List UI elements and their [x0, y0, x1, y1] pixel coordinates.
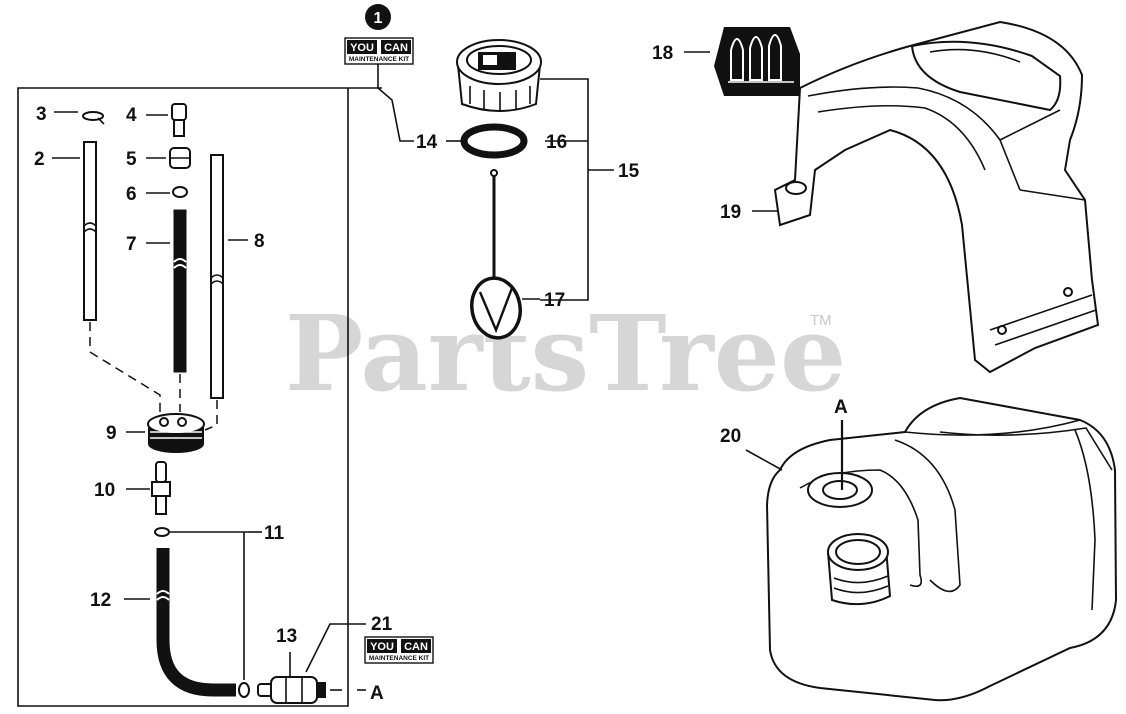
badge-kit-label: MAINTENANCE KIT	[349, 56, 409, 63]
group-frame	[17, 87, 382, 707]
callout-a-bottom[interactable]: A	[370, 683, 384, 704]
callout-17[interactable]: 17	[544, 290, 565, 311]
leader-lines	[52, 51, 844, 691]
callout-16[interactable]: 16	[546, 132, 567, 153]
maintenance-kit-badge-top[interactable]: 1 YOU CAN MAINTENANCE KIT	[344, 4, 414, 65]
callout-3[interactable]: 3	[36, 104, 47, 125]
callout-15[interactable]: 15	[618, 161, 640, 182]
callout-10[interactable]: 10	[94, 480, 115, 501]
callout-12[interactable]: 12	[90, 590, 111, 611]
bracket-15	[540, 78, 589, 301]
callout-13[interactable]: 13	[276, 626, 297, 647]
part-7-fuel-hose[interactable]	[173, 209, 187, 373]
part-8-tube[interactable]	[210, 154, 224, 399]
part-16-fuel-cap[interactable]	[456, 39, 542, 112]
callout-14[interactable]: 14	[416, 132, 438, 153]
part-9-tank-grommet[interactable]	[147, 413, 205, 453]
badge-you-bottom: YOU	[370, 641, 394, 653]
part-3-clamp[interactable]	[82, 111, 105, 125]
callout-8[interactable]: 8	[254, 231, 265, 252]
part-4-fitting[interactable]	[171, 103, 187, 137]
callout-18[interactable]: 18	[652, 43, 673, 64]
maintenance-kit-badge-bottom[interactable]: YOU CAN MAINTENANCE KIT	[364, 636, 434, 664]
part-18-clip[interactable]	[714, 27, 800, 96]
assembly-lines	[89, 322, 218, 431]
part-11-o-ring-a[interactable]	[154, 527, 170, 537]
part-14-gasket[interactable]	[460, 123, 528, 159]
callout-20[interactable]: 20	[720, 426, 741, 447]
part-2-tube[interactable]	[83, 141, 97, 321]
badge-can-bottom: CAN	[404, 641, 428, 653]
watermark-text: PartsTree	[285, 292, 846, 415]
callout-7[interactable]: 7	[126, 234, 137, 255]
callout-5[interactable]: 5	[126, 149, 137, 170]
watermark-tm: TM	[810, 312, 832, 329]
part-20-fuel-tank[interactable]	[765, 396, 1118, 702]
callout-6[interactable]: 6	[126, 184, 137, 205]
part-13-fuel-filter[interactable]	[257, 676, 326, 704]
part-5-grommet[interactable]	[169, 147, 191, 169]
callout-21[interactable]: 21	[371, 614, 393, 635]
callout-4[interactable]: 4	[126, 105, 137, 126]
callout-a-tank[interactable]: A	[834, 397, 848, 418]
callout-19[interactable]: 19	[720, 202, 741, 223]
part-10-fitting[interactable]	[151, 461, 171, 515]
part-11-o-ring-b[interactable]	[238, 682, 250, 698]
badge-you: YOU	[350, 42, 374, 54]
part-6-o-ring[interactable]	[172, 186, 188, 198]
callout-2[interactable]: 2	[34, 149, 45, 170]
part-12-fuel-line[interactable]	[156, 548, 236, 697]
badge-kit-label-bottom: MAINTENANCE KIT	[369, 655, 429, 662]
callout-11[interactable]: 11	[264, 523, 285, 544]
badge-can: CAN	[384, 42, 408, 54]
badge-number: 1	[374, 10, 383, 27]
callout-9[interactable]: 9	[106, 423, 117, 444]
part-17-strainer[interactable]	[467, 169, 525, 342]
part-19-tank-bracket[interactable]	[773, 20, 1100, 374]
